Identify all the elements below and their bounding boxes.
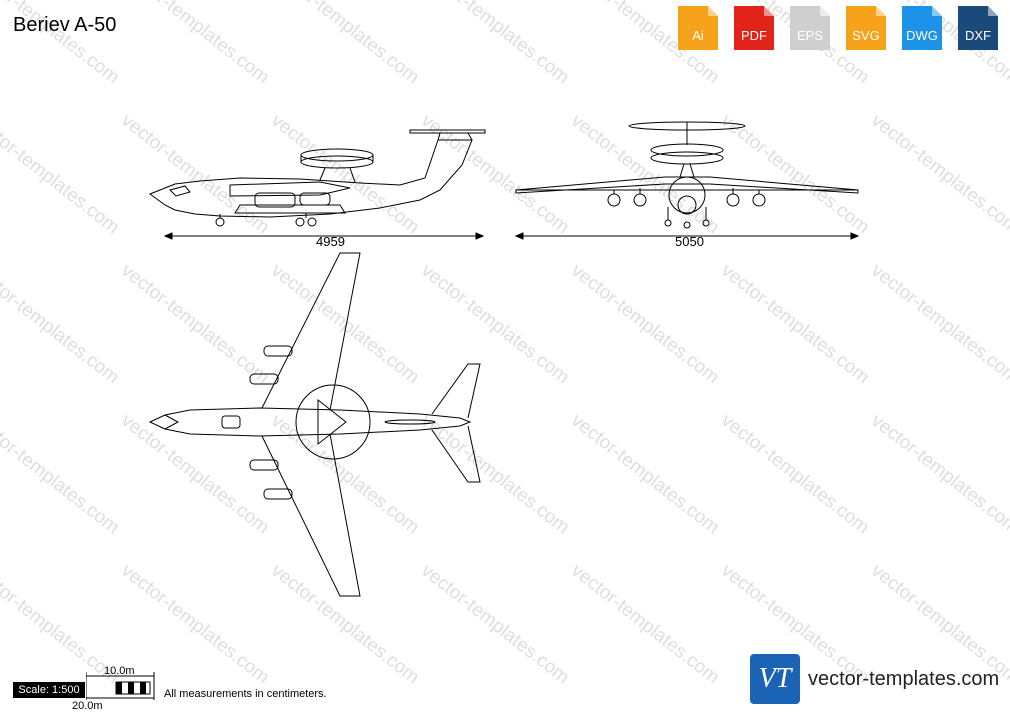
format-label: PDF (741, 28, 767, 43)
brand-logo-icon: VT (750, 654, 800, 704)
scale-bar (86, 672, 155, 700)
dimension-lines (163, 232, 860, 240)
scale-label: Scale: 1:500 (13, 682, 85, 698)
side-length-dimension: 4959 (316, 234, 345, 249)
page-title: Beriev A-50 (13, 14, 117, 36)
scale-mark-10m: 10.0m (104, 665, 135, 677)
ai-file-icon[interactable]: Ai (674, 4, 722, 52)
format-label: DXF (965, 28, 991, 43)
dwg-file-icon[interactable]: DWG (898, 4, 946, 52)
brand-name: vector-templates.com (808, 667, 1000, 690)
format-label: Ai (692, 28, 704, 43)
side-view (148, 129, 486, 227)
front-span-dimension: 5050 (675, 234, 704, 249)
brand-logo-text: VT (758, 663, 792, 694)
top-view (148, 252, 481, 597)
svg-file-icon[interactable]: SVG (842, 4, 890, 52)
format-label: EPS (796, 28, 823, 43)
brand[interactable]: VT vector-templates.com (750, 654, 999, 704)
front-view (515, 121, 859, 229)
pdf-file-icon[interactable]: PDF (730, 4, 778, 52)
format-label: SVG (852, 28, 880, 43)
scale-mark-20m: 20.0m (72, 700, 103, 712)
eps-file-icon[interactable]: EPS (786, 4, 834, 52)
dxf-file-icon[interactable]: DXF (954, 4, 1002, 52)
format-icons: Ai PDF EPS SVG DWG DXF (674, 4, 1002, 52)
measurement-note: All measurements in centimeters. (164, 688, 327, 700)
format-label: DWG (906, 28, 938, 43)
